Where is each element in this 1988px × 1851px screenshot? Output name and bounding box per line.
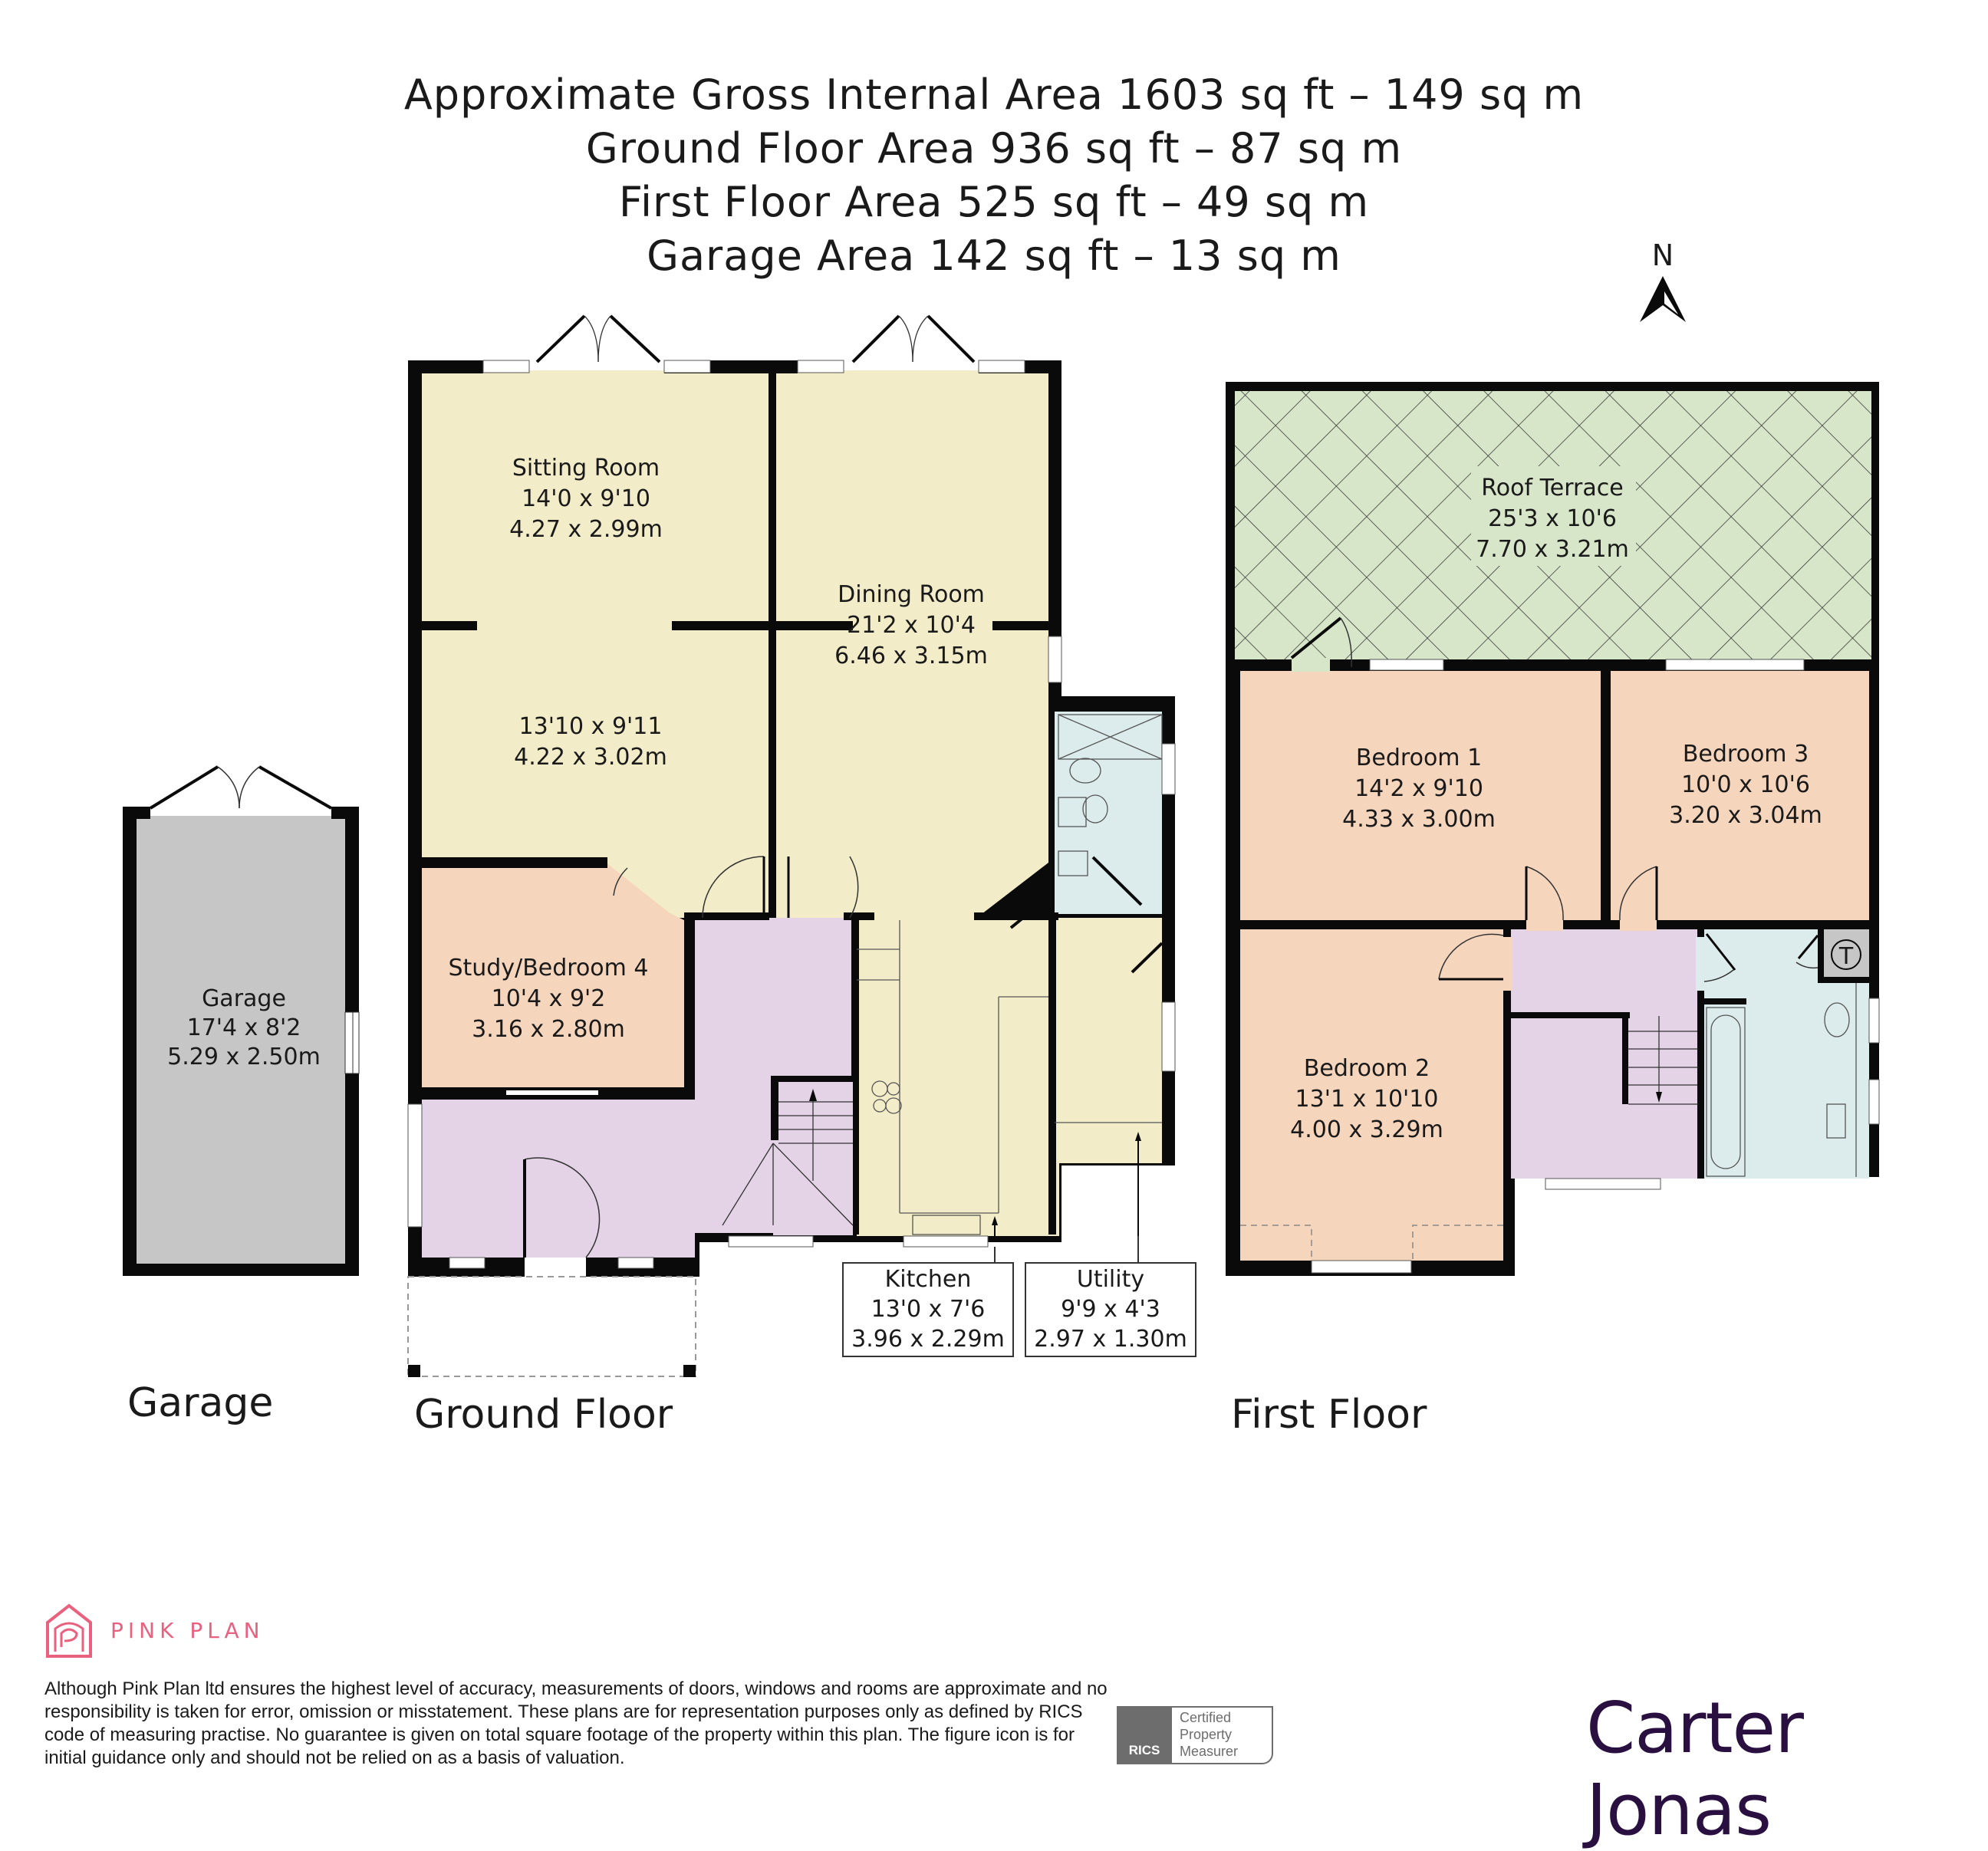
svg-text:Sitting Room: Sitting Room (512, 455, 660, 482)
rics-badge: RICS Certified Property Measurer (1117, 1706, 1273, 1764)
svg-text:2.97 x 1.30m: 2.97 x 1.30m (1034, 1326, 1187, 1353)
garage-floor-label: Garage (127, 1380, 274, 1426)
first-floor-area: First Floor Area 525 sq ft – 49 sq m (618, 178, 1370, 226)
svg-text:Study/Bedroom 4: Study/Bedroom 4 (448, 955, 648, 981)
svg-text:13'1 x 10'10: 13'1 x 10'10 (1295, 1086, 1439, 1113)
room-kitchen: Kitchen 13'0 x 7'6 3.96 x 2.29m (842, 1262, 1014, 1357)
svg-text:Kitchen: Kitchen (885, 1266, 972, 1293)
room-bedroom-3: Bedroom 3 10'0 x 10'6 3.20 x 3.04m (1669, 741, 1822, 829)
svg-text:13'10 x 9'11: 13'10 x 9'11 (519, 713, 663, 740)
svg-text:3.96 x 2.29m: 3.96 x 2.29m (851, 1326, 1005, 1353)
svg-text:25'3 x 10'6: 25'3 x 10'6 (1488, 505, 1617, 532)
svg-text:7.70 x 3.21m: 7.70 x 3.21m (1476, 536, 1629, 563)
ground-floor-label: Ground Floor (414, 1392, 673, 1438)
svg-text:4.27 x 2.99m: 4.27 x 2.99m (509, 516, 663, 543)
gross-area-heading: Approximate Gross Internal Area 1603 sq … (403, 71, 1585, 119)
svg-text:Garage: Garage (202, 985, 286, 1012)
svg-text:4.22 x 3.02m: 4.22 x 3.02m (514, 744, 667, 771)
rics-line-1: Certified (1180, 1710, 1232, 1725)
svg-text:3.20 x 3.04m: 3.20 x 3.04m (1669, 802, 1822, 829)
svg-text:Utility: Utility (1077, 1266, 1144, 1293)
house-logo-icon (46, 1603, 92, 1658)
room-sitting: Sitting Room 14'0 x 9'10 4.27 x 2.99m (509, 455, 663, 543)
svg-text:Dining Room: Dining Room (838, 581, 985, 608)
svg-text:14'2 x 9'10: 14'2 x 9'10 (1354, 775, 1483, 802)
ground-floor-area: Ground Floor Area 936 sq ft – 87 sq m (585, 124, 1403, 173)
room-bedroom-1: Bedroom 1 14'2 x 9'10 4.33 x 3.00m (1342, 745, 1496, 833)
tank-cupboard-icon: T (1838, 943, 1854, 970)
ground-floor-plan (407, 314, 1177, 1377)
room-sitting-lower: 13'10 x 9'11 4.22 x 3.02m (514, 713, 667, 771)
svg-text:5.29 x 2.50m: 5.29 x 2.50m (167, 1044, 321, 1070)
garage-area: Garage Area 142 sq ft – 13 sq m (647, 232, 1341, 280)
first-floor-label: First Floor (1231, 1392, 1427, 1438)
svg-text:Roof Terrace: Roof Terrace (1481, 475, 1623, 501)
garage-plan (123, 765, 360, 1276)
svg-text:21'2 x 10'4: 21'2 x 10'4 (847, 612, 976, 639)
svg-text:Bedroom 2: Bedroom 2 (1304, 1055, 1430, 1082)
svg-text:10'0 x 10'6: 10'0 x 10'6 (1681, 771, 1810, 798)
svg-text:N: N (1652, 238, 1674, 272)
svg-text:6.46 x 3.15m: 6.46 x 3.15m (834, 643, 988, 669)
pink-plan-brand: PINK PLAN (110, 1617, 265, 1643)
rics-logo: RICS (1117, 1706, 1172, 1764)
rics-line-2: Property (1180, 1727, 1233, 1742)
carter-jonas-logo: Carter Jonas (1586, 1687, 1804, 1851)
room-study: Study/Bedroom 4 10'4 x 9'2 3.16 x 2.80m (448, 955, 648, 1043)
svg-text:13'0 x 7'6: 13'0 x 7'6 (871, 1296, 986, 1323)
svg-text:9'9 x 4'3: 9'9 x 4'3 (1061, 1296, 1160, 1323)
disclaimer-text: Although Pink Plan ltd ensures the highe… (44, 1678, 1108, 1768)
north-arrow-icon: N (1640, 238, 1686, 322)
room-garage: Garage 17'4 x 8'2 5.29 x 2.50m (167, 985, 321, 1070)
svg-text:4.00 x 3.29m: 4.00 x 3.29m (1290, 1116, 1443, 1143)
room-roof-terrace: Roof Terrace 25'3 x 10'6 7.70 x 3.21m (1471, 466, 1636, 566)
room-dining: Dining Room 21'2 x 10'4 6.46 x 3.15m (834, 581, 988, 669)
svg-text:Bedroom 1: Bedroom 1 (1356, 745, 1482, 771)
svg-text:4.33 x 3.00m: 4.33 x 3.00m (1342, 806, 1496, 833)
floor-plan-drawing: N Garage 17'4 x 8'2 5.29 x 2.50m (123, 238, 1880, 1377)
pink-plan-logo: PINK PLAN (44, 1603, 265, 1658)
rics-line-3: Measurer (1180, 1744, 1239, 1759)
svg-text:17'4 x 8'2: 17'4 x 8'2 (187, 1014, 301, 1041)
room-bedroom-2: Bedroom 2 13'1 x 10'10 4.00 x 3.29m (1290, 1055, 1443, 1143)
svg-text:3.16 x 2.80m: 3.16 x 2.80m (472, 1016, 625, 1043)
room-utility: Utility 9'9 x 4'3 2.97 x 1.30m (1025, 1262, 1196, 1357)
svg-text:14'0 x 9'10: 14'0 x 9'10 (522, 485, 650, 512)
svg-text:Bedroom 3: Bedroom 3 (1683, 741, 1809, 768)
svg-text:10'4 x 9'2: 10'4 x 9'2 (492, 985, 606, 1012)
